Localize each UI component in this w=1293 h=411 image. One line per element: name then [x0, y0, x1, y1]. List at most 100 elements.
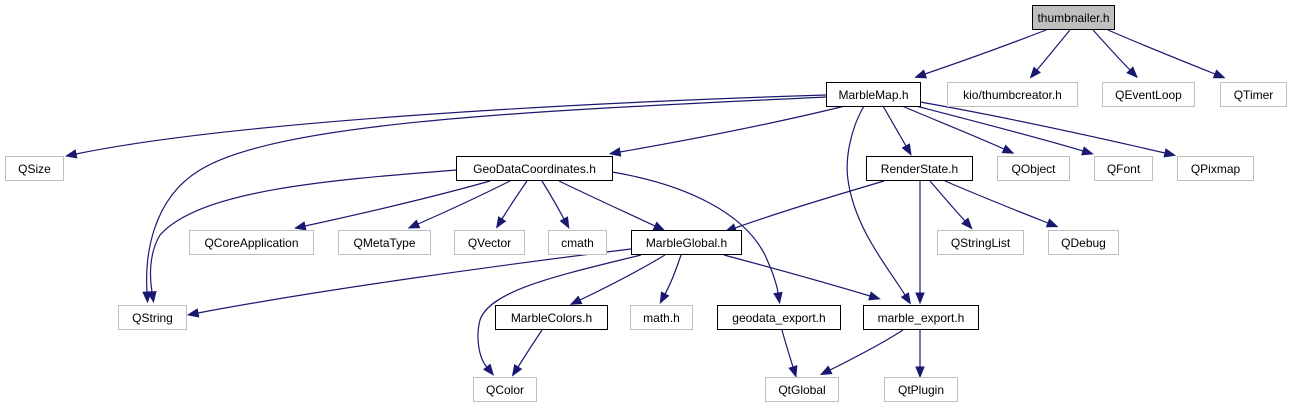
node-label: QPixmap [1191, 162, 1241, 176]
edge-geodatacoords-to-geodataexport [611, 171, 783, 305]
edge-line [517, 329, 543, 368]
edge-line [558, 180, 656, 227]
arrowhead-icon [961, 217, 973, 230]
edge-marblemap-to-qstring [142, 96, 827, 304]
edge-line [579, 254, 666, 301]
node-box [997, 156, 1070, 181]
node-label: MarbleGlobal.h [646, 236, 727, 250]
node-box [1032, 5, 1115, 30]
arrowhead-icon [915, 366, 925, 379]
arrowhead-icon [559, 216, 570, 229]
node-label: QObject [1011, 162, 1056, 176]
arrowhead-icon [914, 69, 928, 79]
node-qtimer: QTimer [1220, 82, 1287, 107]
edge-renderstate-to-marbleexport [915, 181, 925, 305]
edge-marbleexport-to-qtplugin [915, 330, 925, 379]
arrowhead-icon [496, 216, 507, 229]
edge-line [1092, 29, 1131, 71]
edge-thumbnailer-to-kio [1029, 29, 1071, 79]
edge-marbleglobal-to-marbleexport [723, 254, 881, 301]
edge-thumbnailer-to-qtimer [1107, 29, 1226, 79]
node-renderstate[interactable]: RenderState.h [866, 156, 973, 181]
edge-thumbnailer-to-qeventloop [1092, 29, 1138, 79]
edge-line [915, 105, 1084, 152]
edge-line [146, 96, 827, 293]
arrowhead-icon [901, 143, 912, 156]
node-marblemap[interactable]: MarbleMap.h [826, 82, 921, 107]
edge-geodatacoords-to-cmath [541, 180, 570, 229]
edge-line [929, 180, 966, 222]
node-label: QVector [468, 236, 511, 250]
edge-line [924, 29, 1047, 75]
node-qsize: QSize [5, 156, 64, 181]
node-marbleexport[interactable]: marble_export.h [863, 305, 979, 330]
arrowhead-icon [900, 292, 911, 305]
node-box [495, 305, 608, 330]
edge-line [1036, 29, 1071, 71]
node-label: MarbleMap.h [838, 88, 908, 102]
node-box [947, 82, 1078, 107]
node-label: QtGlobal [778, 383, 825, 397]
node-box [937, 230, 1024, 255]
node-geodatacoords[interactable]: GeoDataCoordinates.h [456, 156, 613, 181]
arrowhead-icon [569, 295, 583, 305]
node-label: math.h [643, 311, 680, 325]
edge-geodataexport-to-qtglobal [781, 329, 798, 378]
edge-line [197, 248, 632, 314]
edges-layer [64, 29, 1226, 379]
node-qobject: QObject [997, 156, 1070, 181]
node-mathh: math.h [630, 305, 693, 330]
edge-marblemap-to-qsize [64, 94, 827, 159]
node-box [338, 230, 431, 255]
node-box [189, 230, 314, 255]
node-label: kio/thumbcreator.h [963, 88, 1062, 102]
edge-marblemap-to-geodatacoords [608, 105, 846, 157]
edge-line [829, 329, 904, 371]
node-box [765, 377, 839, 402]
edge-line [619, 105, 846, 153]
node-label: QDebug [1061, 236, 1106, 250]
edge-line [901, 105, 1005, 150]
node-label: QColor [486, 383, 524, 397]
arrowhead-icon [1212, 69, 1226, 79]
edge-line [1107, 29, 1216, 75]
node-label: QStringList [951, 236, 1011, 250]
node-qcolor: QColor [473, 377, 537, 402]
edge-thumbnailer-to-marblemap [914, 29, 1047, 79]
node-label: marble_export.h [878, 311, 965, 325]
node-geodataexport[interactable]: geodata_export.h [717, 305, 841, 330]
node-qtplugin: QtPlugin [884, 377, 958, 402]
node-label: thumbnailer.h [1037, 11, 1109, 25]
node-box [456, 156, 613, 181]
node-qtglobal: QtGlobal [765, 377, 839, 402]
arrowhead-icon [147, 290, 157, 304]
node-thumbnailer[interactable]: thumbnailer.h [1032, 5, 1115, 30]
node-label: cmath [561, 236, 594, 250]
arrowhead-icon [186, 308, 200, 318]
edge-line [477, 254, 642, 368]
node-label: geodata_export.h [732, 311, 825, 325]
node-label: MarbleColors.h [511, 311, 592, 325]
edge-marbleglobal-to-qstring [186, 248, 632, 318]
edge-marblemap-to-qpixmap [919, 101, 1177, 158]
edge-line [781, 329, 794, 368]
node-cmath: cmath [548, 230, 607, 255]
node-marblecolors[interactable]: MarbleColors.h [495, 305, 608, 330]
node-qdebug: QDebug [1048, 230, 1119, 255]
edge-geodatacoords-to-qvector [496, 180, 528, 229]
edge-line [723, 254, 871, 297]
edge-line [541, 180, 565, 220]
edge-line [882, 105, 907, 147]
edge-renderstate-to-qstringlist [929, 180, 973, 230]
node-label: QtPlugin [898, 383, 944, 397]
node-box [548, 230, 607, 255]
node-qmetatype: QMetaType [338, 230, 431, 255]
node-label: QTimer [1234, 88, 1274, 102]
arrowhead-icon [659, 291, 670, 305]
node-box [884, 377, 958, 402]
node-qvector: QVector [454, 230, 525, 255]
edge-line [611, 171, 779, 294]
edge-line [944, 180, 1049, 224]
edge-line [501, 180, 528, 220]
node-marbleglobal[interactable]: MarbleGlobal.h [631, 230, 742, 255]
